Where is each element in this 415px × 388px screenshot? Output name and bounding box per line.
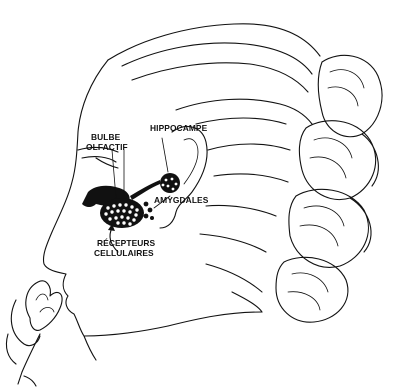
label-amygdales: AMYGDALES — [154, 195, 209, 205]
face-profile — [43, 60, 262, 360]
amygdala-marks — [144, 202, 154, 220]
label-hippocampe: HIPPOCAMPE — [150, 123, 208, 133]
label-bulbe-line1: BULBE — [91, 132, 121, 142]
label-recepteurs-line1: RÉCEPTEURS — [97, 237, 156, 248]
hair — [108, 24, 320, 312]
hippocampus-mark — [160, 173, 180, 193]
braid — [276, 55, 382, 322]
label-bulbe-line2: OLFACTIF — [86, 142, 128, 152]
label-recepteurs-line2: CELLULAIRES — [94, 248, 154, 258]
flower — [6, 281, 62, 386]
